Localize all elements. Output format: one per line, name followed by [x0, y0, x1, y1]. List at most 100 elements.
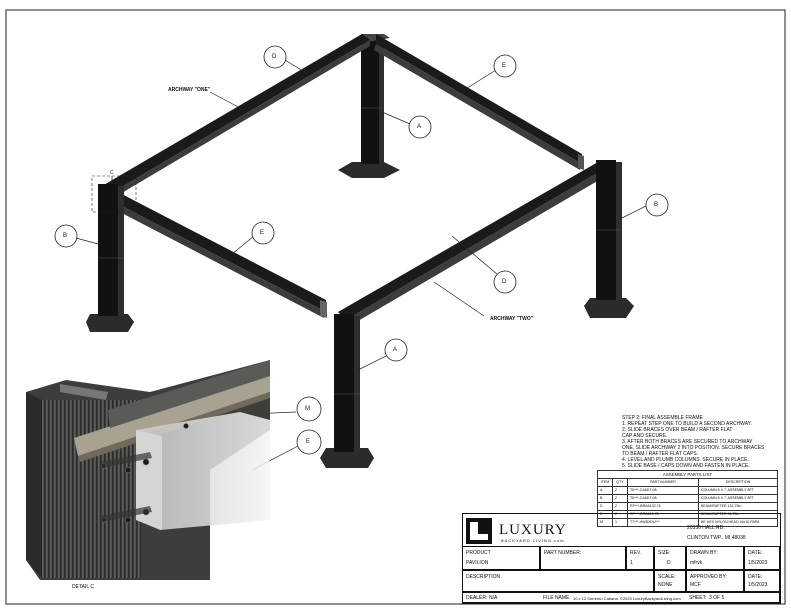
- approved-label: APPROVED BY:: [690, 574, 727, 580]
- instruction-line: CAP AND SECURE.: [622, 433, 668, 439]
- left-column: [86, 184, 134, 332]
- cell: 2: [612, 486, 628, 495]
- balloon-d-top: D: [272, 54, 277, 60]
- date-value-2: 1/5/2023: [748, 582, 768, 588]
- col-item: ITEM: [597, 478, 613, 487]
- instruction-line: 3. AFTER BOTH BRACES ARE SECURED TO ARCH…: [622, 439, 753, 445]
- balloon-d-right: D: [502, 279, 507, 285]
- cell: TA***-CA6D7-08: [627, 486, 699, 495]
- col-description: DESCRIPTION: [698, 478, 778, 487]
- balloon-b-left: B: [63, 233, 68, 239]
- scale-value: NONE: [658, 582, 673, 588]
- date-label-1: DATE:: [748, 550, 763, 556]
- instruction-line: STEP 2: FINAL ASSEMBLE FRAME: [622, 415, 703, 421]
- dealer-value: N/A: [489, 595, 498, 601]
- balloon-e-front: E: [260, 230, 265, 236]
- company-address-2: CLINTON TWP., MI 48038: [687, 535, 746, 541]
- instruction-line: 5. SLIDE BASE / CAPS DOWN AND FASTEN IN …: [622, 463, 750, 469]
- beam-d-left: [102, 34, 370, 200]
- instruction-line: 2. SLIDE BRACES OVER BEAM / RAFTER FLAT: [622, 427, 733, 433]
- balloon-m-detail: M: [305, 406, 310, 412]
- instruction-line: TO BEAM / RAFTER FLAT CAPS.: [622, 451, 699, 457]
- size-value: D: [667, 560, 671, 566]
- size-label: SIZE:: [658, 550, 671, 556]
- right-column: [584, 160, 634, 318]
- detail-c-region: [91, 175, 137, 213]
- cell: TA***-CA6D7-08: [627, 494, 699, 503]
- balloon-e-detail: E: [306, 439, 311, 445]
- rev-label: REV.: [630, 550, 642, 556]
- product-cell: PRODUCT PAVILION: [462, 546, 540, 570]
- rev-cell: REV. 1: [626, 546, 654, 570]
- part-number-cell: PART NUMBER:: [540, 546, 626, 570]
- cell: BE HEX NYLON HEAD 16x16 PAPA: [698, 518, 778, 527]
- table-row: A 2 TA***-CA6D7-08 COLUMN 6 X 7' ASSEMBL…: [597, 486, 778, 495]
- product-label: PRODUCT: [466, 550, 491, 556]
- date-cell-1: DATE: 1/5/2023: [744, 546, 780, 570]
- company-address-1: 20330 HALL RD.: [687, 525, 725, 531]
- col-qty: QTY: [612, 478, 628, 487]
- balloon-a-back: A: [417, 124, 422, 130]
- file-name-label: FILE NAME:: [543, 595, 571, 601]
- date-value-1: 1/5/2023: [748, 560, 768, 566]
- pavilion-frame: [86, 34, 634, 468]
- dealer-label: DEALER:: [466, 595, 488, 601]
- company-logo-mark: [466, 518, 492, 544]
- parts-list-title: ASSEMBLY PARTS LIST: [597, 470, 778, 479]
- rev-value: 1: [630, 560, 633, 566]
- instruction-line: 4. LEVEL AND PLUMB COLUMNS. SECURE IN PL…: [622, 457, 749, 463]
- approved-cell: APPROVED BY: MCF: [686, 570, 744, 592]
- scale-cell: SCALE: NONE: [654, 570, 686, 592]
- date-cell-2: DATE: 1/5/2023: [744, 570, 780, 592]
- table-row: E 2 RF***-BRA606.75 BEAM/RAFTER 96.75in: [597, 510, 778, 519]
- footer-row: DEALER: N/A FILE NAME: 10 x 12 Sorrento …: [462, 592, 780, 603]
- cell: 2: [612, 502, 628, 511]
- description-label: DESCRIPTION: [466, 574, 501, 580]
- assembly-parts-list: ASSEMBLY PARTS LIST ITEM QTY PART NUMBER…: [597, 470, 778, 527]
- instruction-line: ONE, SLIDE ARCHWAY 2 INTO POSITION. SECU…: [622, 445, 765, 451]
- balloon-e-top: E: [502, 63, 507, 69]
- cell: B: [597, 494, 613, 503]
- cell: COLUMN 6 X 7' ASSEMBLY 8FT: [698, 486, 778, 495]
- beam-d-right: [338, 162, 606, 328]
- balloons: [54, 45, 669, 455]
- beam-e-front: [112, 190, 327, 318]
- date-label-2: DATE:: [748, 574, 763, 580]
- drawn-by-label: DRAWN BY:: [690, 550, 718, 556]
- archway-two-label: ARCHWAY "TWO": [490, 316, 534, 322]
- size-cell: SIZE: D: [654, 546, 686, 570]
- drawn-by-value: mfrvk: [690, 560, 703, 566]
- product-value: PAVILION: [466, 560, 489, 566]
- table-row: M 1 T7***-HWBXDU*** BE HEX NYLON HEAD 16…: [597, 518, 778, 527]
- cell: 2: [612, 494, 628, 503]
- detail-c-marker: C: [110, 170, 114, 176]
- front-column: [320, 314, 374, 468]
- sheet-label: SHEET:: [689, 595, 707, 601]
- parts-list-header: ITEM QTY PART NUMBER DESCRIPTION: [597, 478, 778, 487]
- detail-c-view: [26, 360, 270, 580]
- file-name-value: 10 x 12 Sorrento Cabana. ©2023 LuxuryBac…: [573, 595, 681, 601]
- company-logo-subtitle: BACKYARD LIVING.com: [501, 538, 565, 543]
- assembly-instructions: STEP 2: FINAL ASSEMBLE FRAME 1. REPEAT S…: [622, 416, 764, 470]
- cell: COLUMN 6 X 7' ASSEMBLY 8FT: [698, 494, 778, 503]
- balloon-b-right: B: [654, 202, 659, 208]
- cell: RF***-BRA6132.75: [627, 502, 699, 511]
- detail-c-caption: DETAIL C: [72, 584, 94, 590]
- description-cell: DESCRIPTION: [462, 570, 654, 592]
- archway-one-label: ARCHWAY "ONE": [168, 87, 211, 93]
- sheet-border: [5, 9, 786, 605]
- company-logo-text: LUXURY: [499, 522, 567, 538]
- sheet-value: 3 OF 5: [709, 595, 725, 601]
- instruction-line: 1. REPEAT STEP ONE TO BUILD A SECOND ARC…: [622, 421, 752, 427]
- balloon-a-front: A: [393, 347, 398, 353]
- back-column: [338, 34, 400, 178]
- beam-e-back: [374, 34, 584, 170]
- part-number-label: PART NUMBER:: [544, 550, 582, 556]
- cell: BEAM/RAFTER 132.75in: [698, 502, 778, 511]
- title-block: LUXURY BACKYARD LIVING.com 20330 HALL RD…: [462, 513, 781, 604]
- scale-label: SCALE:: [658, 574, 676, 580]
- cell: D: [597, 502, 613, 511]
- cell: A: [597, 486, 613, 495]
